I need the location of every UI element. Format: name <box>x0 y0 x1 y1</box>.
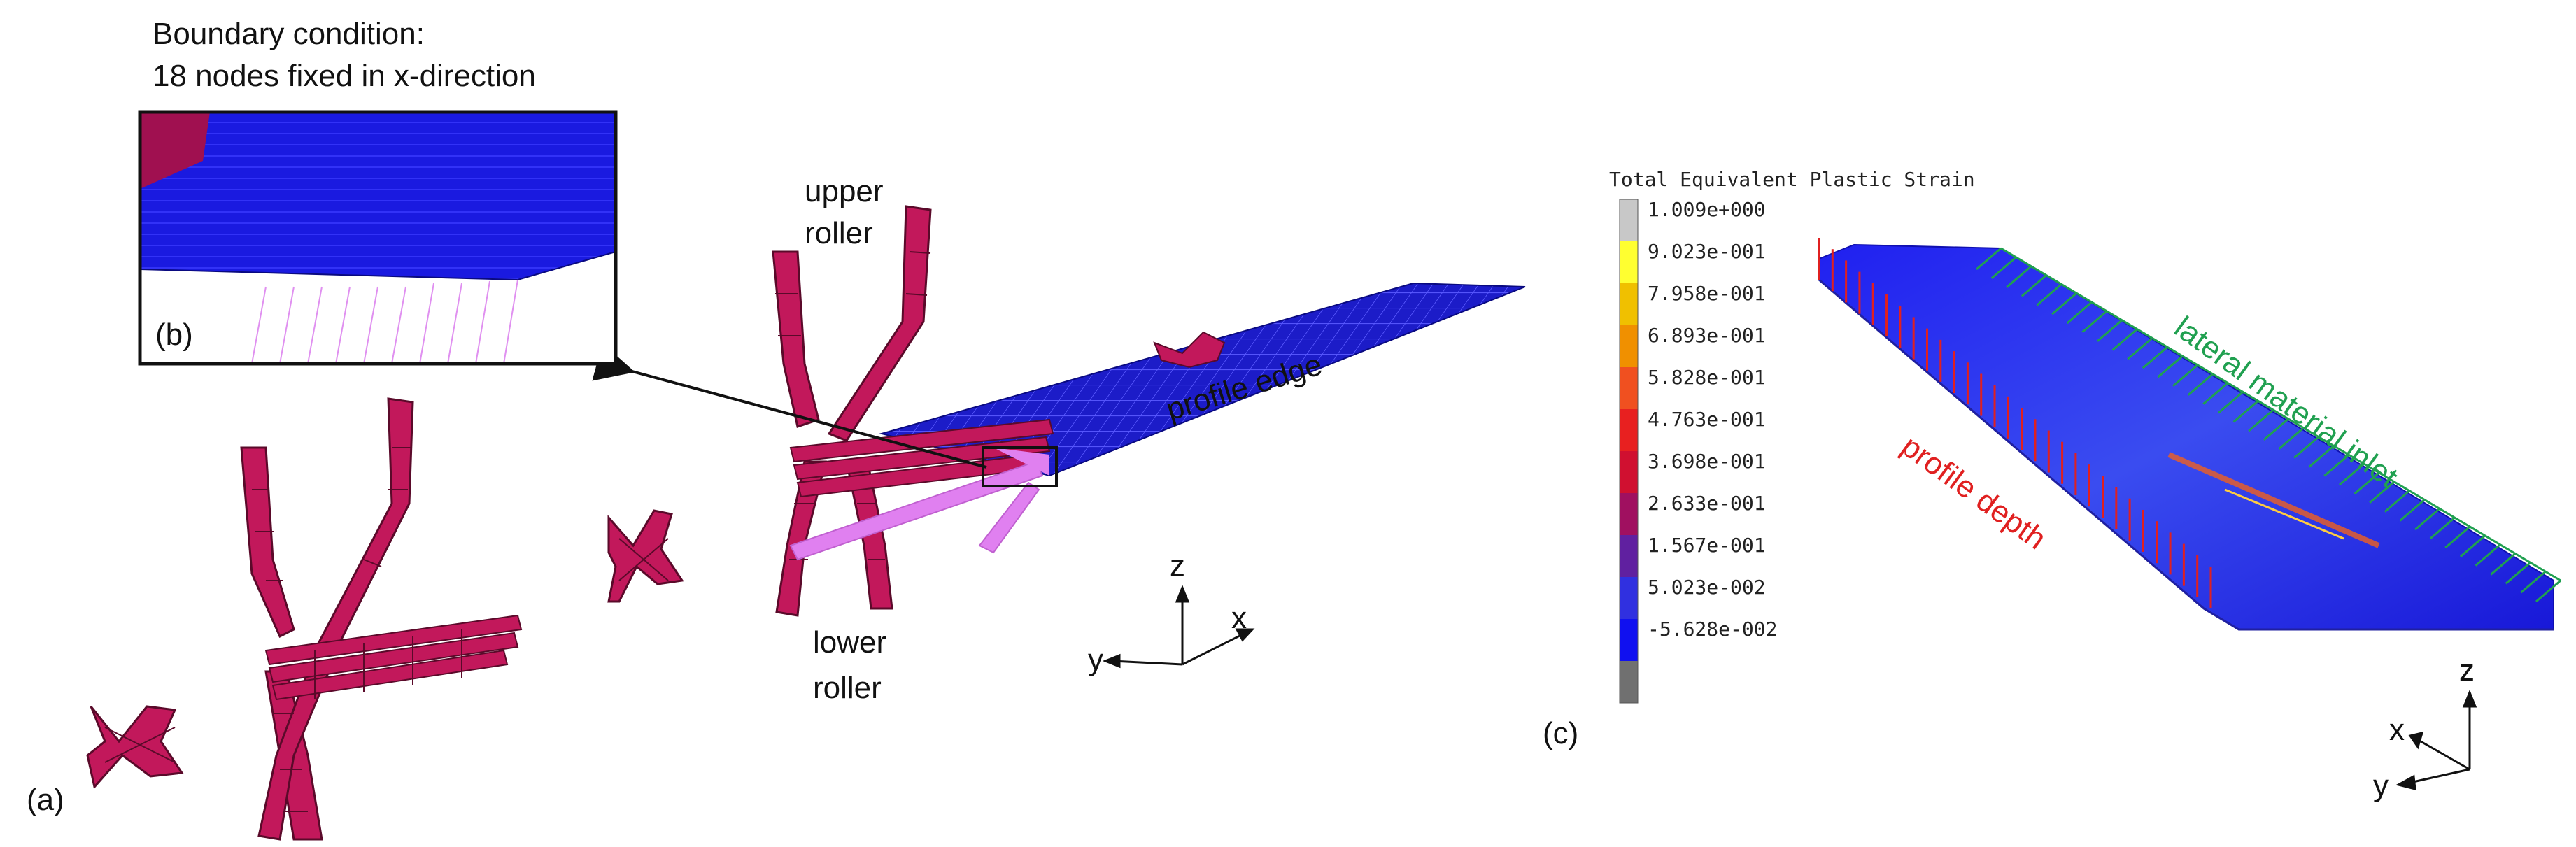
inlet-hatch-line <box>2293 436 2320 459</box>
legend-value: 1.567e-001 <box>1648 534 1766 557</box>
legend-value: 3.698e-001 <box>1648 450 1766 473</box>
lower-roller-label-1: lower <box>813 625 887 660</box>
bc-title-line2: 18 nodes fixed in x-direction <box>153 59 536 93</box>
bc-title-line1: Boundary condition: <box>153 17 425 51</box>
legend-value: 5.828e-001 <box>1648 366 1766 389</box>
lower-roller-label-2: roller <box>813 671 882 705</box>
inlet-hatch-line <box>2475 543 2501 567</box>
inlet-hatch-line <box>2232 400 2259 423</box>
inlet-hatch-line <box>2399 499 2426 522</box>
legend-swatch <box>1620 283 1638 325</box>
inlet-hatch-line <box>2036 283 2062 306</box>
inlet-hatch-line <box>2217 391 2244 414</box>
inlet-hatch-line <box>2414 508 2441 531</box>
legend-title: Total Equivalent Plastic Strain <box>1609 168 1975 191</box>
axis-c-z: z <box>2459 653 2475 688</box>
left-roller-station <box>86 397 684 841</box>
legend-value: 7.958e-001 <box>1648 282 1766 305</box>
small-roller-middle <box>607 509 684 603</box>
inlet-hatch-line <box>2248 408 2274 432</box>
inlet-hatch-line <box>2006 265 2032 288</box>
upper-roller-label-1: upper <box>805 174 884 208</box>
legend-swatch <box>1620 325 1638 367</box>
legend-value: 9.023e-001 <box>1648 240 1766 263</box>
legend-swatch <box>1620 199 1638 241</box>
legend-value: -5.628e-002 <box>1648 618 1778 641</box>
legend-swatch <box>1620 241 1638 283</box>
small-roller-left <box>86 705 184 790</box>
inlet-hatch-line <box>2459 534 2486 557</box>
legend-swatch <box>1620 493 1638 535</box>
inlet-hatch-line <box>2263 418 2289 441</box>
legend-value: 1.009e+000 <box>1648 198 1766 221</box>
boundary-condition-arrows <box>789 448 1049 561</box>
inlet-hatch-line <box>2066 301 2093 325</box>
legend-swatch <box>1620 451 1638 493</box>
axis-c-y: y <box>2373 769 2389 803</box>
inlet-hatch-line <box>2444 525 2471 549</box>
legend-value: 4.763e-001 <box>1648 408 1766 431</box>
axis-a-y: y <box>1088 643 1103 677</box>
legend-colorbar <box>1619 199 1639 704</box>
inset-label-b: (b) <box>155 318 193 352</box>
inlet-hatch-line <box>2157 355 2184 378</box>
inlet-hatch-line <box>2081 310 2108 334</box>
axis-c-x: x <box>2389 713 2405 747</box>
inlet-hatch-line <box>2127 337 2153 360</box>
axes-triad-a <box>1102 584 1255 669</box>
inlet-hatch-line <box>2142 346 2168 369</box>
inlet-hatch-line <box>2429 516 2456 540</box>
legend-swatch <box>1620 409 1638 451</box>
inlet-hatch-line <box>2520 571 2547 594</box>
sheet-strips-left <box>264 614 523 701</box>
axis-a-x: x <box>1231 601 1247 635</box>
zoom-pointer-arrow <box>592 343 987 469</box>
inlet-hatch-line <box>2187 373 2214 396</box>
legend-value: 2.633e-001 <box>1648 492 1766 515</box>
legend-swatch <box>1620 367 1638 409</box>
inlet-hatch-line <box>2505 562 2531 585</box>
inlet-hatch-line <box>2051 292 2078 315</box>
legend-swatch <box>1620 661 1638 703</box>
inlet-hatch-line <box>1990 256 2017 279</box>
legend-swatch <box>1620 577 1638 619</box>
upper-roller-label-2: roller <box>805 216 873 250</box>
inlet-hatch-line <box>2021 274 2047 297</box>
legend-value: 5.023e-002 <box>1648 576 1766 599</box>
inlet-hatch-line <box>2278 427 2305 450</box>
inset-b <box>138 110 618 366</box>
inlet-hatch-line <box>2490 553 2517 576</box>
inlet-hatch-line <box>2354 471 2380 495</box>
inlet-hatch-line <box>2202 382 2229 405</box>
inlet-hatch-line <box>2308 445 2335 468</box>
axes-triad-c <box>2395 689 2477 790</box>
legend-swatch <box>1620 619 1638 661</box>
inlet-hatch-line <box>2384 490 2410 513</box>
legend-value: 6.893e-001 <box>1648 324 1766 347</box>
roller-left-upper <box>240 397 414 652</box>
inlet-hatch-line <box>2369 481 2395 504</box>
inlet-hatch-line <box>1976 247 2002 271</box>
inlet-hatch-line <box>2111 328 2138 351</box>
inlet-hatch-line <box>2338 462 2365 486</box>
inlet-hatch-line <box>2096 319 2123 342</box>
upper-roller-shape <box>772 205 932 442</box>
inlet-hatch-line <box>2172 364 2199 387</box>
legend-frame <box>1619 199 1639 704</box>
profile-plot-c <box>1818 238 2561 631</box>
axis-a-z: z <box>1170 548 1185 583</box>
inlet-hatch-line <box>2323 454 2350 477</box>
inlet-hatch-line <box>2535 579 2561 603</box>
panel-label-a: (a) <box>27 783 64 817</box>
legend-swatch <box>1620 535 1638 577</box>
panel-label-c: (c) <box>1543 716 1579 750</box>
